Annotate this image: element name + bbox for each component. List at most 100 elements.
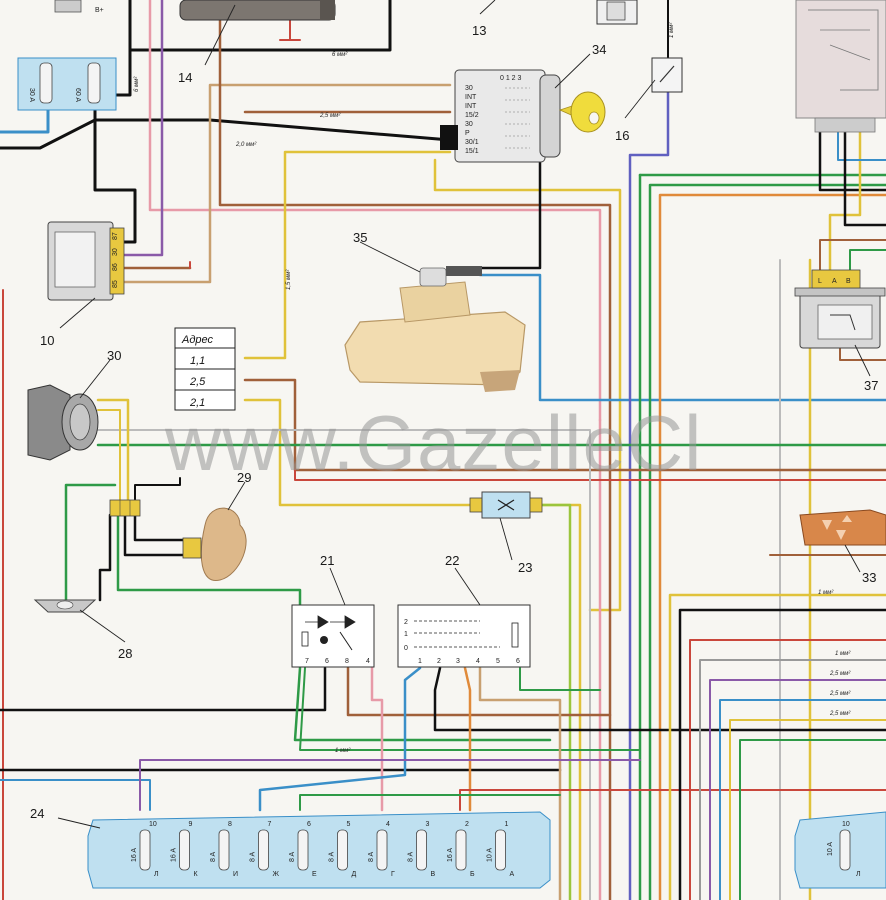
relay21-pin-4: 4 xyxy=(366,658,370,665)
wire-blue-33 xyxy=(719,699,886,900)
relay10-pin-87: 87 xyxy=(112,232,119,240)
fuse-5: 58 AД xyxy=(329,821,357,878)
fuse-number: 2 xyxy=(465,821,469,828)
relay21-pin-7: 7 xyxy=(305,658,309,665)
ign-term-4: 30 xyxy=(465,121,473,128)
ign-term-2: INT xyxy=(465,103,477,110)
label-30: 30 xyxy=(107,348,121,363)
component-33-switch xyxy=(799,509,886,546)
address-row-2: 2,5 xyxy=(189,376,206,388)
wire-size-6b: 6 мм² xyxy=(134,76,140,92)
ign-term-7: 15/1 xyxy=(465,148,479,155)
fuse-rating: 8 A xyxy=(368,852,375,862)
wire-violet-33 xyxy=(709,679,886,900)
fuse-number: 6 xyxy=(307,821,311,828)
ign-term-1: INT xyxy=(465,94,477,101)
component-21-relay: 7 6 8 4 xyxy=(291,604,375,668)
fuse-block-top: 30 A 60 A B+ xyxy=(17,0,117,111)
fuse-7: 78 AЖ xyxy=(250,821,280,878)
wire-black-gnd-14 xyxy=(279,19,301,41)
wire-red-addr xyxy=(294,469,886,481)
wire-green-v3 xyxy=(648,183,886,900)
ign-term-6: 30/1 xyxy=(465,139,479,146)
wire-gray-33 xyxy=(699,659,886,900)
wire-size-1b: 1 мм² xyxy=(818,590,834,596)
fuse-30a-label: 30 A xyxy=(28,88,35,102)
wire-brown-21 xyxy=(346,666,612,717)
component-28-lamp xyxy=(33,599,97,613)
label-35: 35 xyxy=(353,230,367,245)
relay10-pin-86: 86 xyxy=(112,263,119,271)
fuse-number: 8 xyxy=(228,821,232,828)
wire-black-28 xyxy=(98,513,112,602)
fuse-body xyxy=(416,829,427,871)
key-icon xyxy=(558,91,606,133)
wire-green-bottom xyxy=(299,794,561,811)
wire-size-15: 1,5 мм² xyxy=(286,269,292,290)
label-33: 33 xyxy=(862,570,876,585)
fuse-body xyxy=(495,829,506,871)
fuse-body xyxy=(218,829,230,871)
relay10-pin-85: 85 xyxy=(112,280,119,288)
component-37-relay: L A B xyxy=(794,269,886,349)
fuse-body xyxy=(258,829,269,871)
right-fuse-num: 10 xyxy=(842,821,850,828)
wire-black-bottom-left xyxy=(0,666,327,712)
sw22-pos-2: 2 xyxy=(404,619,408,626)
component-22-switch: 2 1 0 1 2 3 4 5 6 xyxy=(397,604,531,668)
fuse-1: 110 AА xyxy=(487,821,515,878)
wire-orange-v xyxy=(658,193,886,900)
fuse-number: 7 xyxy=(268,821,272,828)
relay10-pin-30: 30 xyxy=(112,248,119,256)
label-34: 34 xyxy=(592,42,606,57)
wire-red-33 xyxy=(689,639,886,900)
wire-green-37 xyxy=(849,249,886,271)
fuse-rating: 8 A xyxy=(250,852,257,862)
wire-pink-1 xyxy=(148,0,602,422)
fuse-6: 68 AЕ xyxy=(289,821,317,878)
wire-yellow-33b xyxy=(729,719,886,900)
component-numbers: 13 14 16 34 10 35 30 29 28 23 21 22 24 3… xyxy=(30,23,878,821)
wire-size-25: 2,5 мм² xyxy=(319,113,341,119)
relay21-pin-8: 8 xyxy=(345,658,349,665)
fuse-number: 1 xyxy=(505,821,509,828)
component-29-sensor xyxy=(182,507,247,581)
wire-red-bottom xyxy=(459,789,886,811)
component-35-reservoir xyxy=(344,266,526,392)
wire-violet-bottom xyxy=(139,759,641,811)
fuse-body xyxy=(337,829,348,871)
wire-size-25c: 2,5 мм² xyxy=(829,691,851,697)
ign-term-3: 15/2 xyxy=(465,112,479,119)
wire-gray-30 xyxy=(97,429,591,900)
wire-yellow-33 xyxy=(668,593,886,900)
fuse-letter: К xyxy=(194,871,199,878)
ign-term-0: 30 xyxy=(465,85,473,92)
address-row-1: 1,1 xyxy=(190,355,205,367)
wire-brown-2 xyxy=(118,83,452,284)
wire-size-6a: 6 мм² xyxy=(332,52,348,58)
wire-size-1c: 1 мм² xyxy=(335,748,351,754)
wire-black-relay10 xyxy=(93,118,137,244)
label-37: 37 xyxy=(864,378,878,393)
wire-black-top-2 xyxy=(93,118,452,142)
wire-green-28b xyxy=(64,483,117,602)
component-13 xyxy=(596,0,638,25)
label-10: 10 xyxy=(40,333,54,348)
fuse-body xyxy=(297,829,309,871)
fuse-letter: В xyxy=(431,871,436,878)
wire-size-1a: 1 мм² xyxy=(669,22,675,38)
fuse-number: 10 xyxy=(149,821,157,828)
fuse-letter: А xyxy=(510,871,515,878)
sw22-pin-1: 1 xyxy=(418,658,422,665)
wire-black-29 xyxy=(123,513,192,557)
wire-size-20: 2,0 мм² xyxy=(235,142,257,148)
label-22: 22 xyxy=(445,553,459,568)
sw22-pos-0: 0 xyxy=(404,645,408,652)
fuse-letter: Б xyxy=(470,871,475,878)
component-fuse-box-right: 10 10 A Л xyxy=(794,811,886,889)
sw22-pin-2: 2 xyxy=(437,658,441,665)
wire-blue-left xyxy=(0,108,50,134)
label-21: 21 xyxy=(320,553,334,568)
